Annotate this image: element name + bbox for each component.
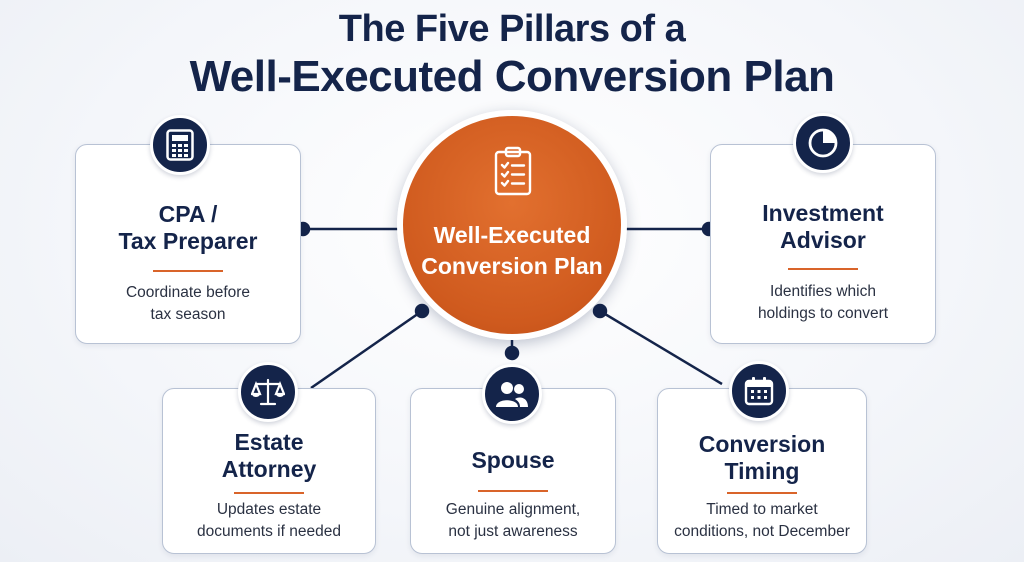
people-icon [482,364,542,424]
page-title-line-2: Well-Executed Conversion Plan [189,52,835,101]
pillar-title-line-1: Conversion [698,431,826,457]
pillar-title: CPA / Tax Preparer [76,201,300,255]
pillar-desc-line-2: tax season [150,306,226,323]
pillar-title-line-1: Estate [234,429,304,455]
pillar-description: Updates estate documents if needed [163,499,375,543]
pillar-title-line-2: Timing [724,458,800,484]
pillar-title: Conversion Timing [658,431,866,485]
pillar-card-advisor: Investment Advisor Identifies which hold… [710,144,936,344]
pillar-desc-line-1: Genuine alignment, [445,501,581,518]
pillar-description: Identifies which holdings to convert [711,281,935,325]
pillar-desc-line-1: Updates estate [216,501,322,518]
pillar-title-line-1: Investment [762,200,884,226]
pillar-description: Coordinate before tax season [76,282,300,326]
pillar-card-cpa: CPA / Tax Preparer Coordinate before tax… [75,144,301,344]
pillar-title-line-2: Tax Preparer [118,228,258,254]
pillar-desc-line-1: Coordinate before [125,284,251,301]
pillar-desc-line-2: not just awareness [448,523,578,540]
pillar-title-line-1: CPA / [158,201,218,227]
pillar-title-line-1: Spouse [471,447,555,473]
pillar-description: Timed to market conditions, not December [658,499,866,543]
clipboard-checklist-icon [494,146,532,196]
hub-label-line-2: Conversion Plan [421,253,603,279]
pillar-title: Spouse [411,447,615,474]
connector-dot-estate [414,303,430,319]
pillar-divider [478,490,548,492]
scales-icon [238,362,298,422]
pillar-desc-line-1: Timed to market [706,501,818,518]
pie-chart-icon [793,113,853,173]
pillar-card-timing: Conversion Timing Timed to market condit… [657,388,867,554]
pillar-description: Genuine alignment, not just awareness [411,499,615,543]
connector-dot-timing [592,303,608,319]
pillar-divider [234,492,304,494]
pillar-desc-line-1: Identifies which [770,283,876,300]
pillar-divider [788,268,858,270]
pillar-card-estate: Estate Attorney Updates estate documents… [162,388,376,554]
calculator-icon [150,115,210,175]
calendar-icon [729,361,789,421]
connector-timing [599,309,723,386]
pillar-title-line-2: Attorney [221,456,317,482]
page-title-line-1: The Five Pillars of a [338,8,686,50]
connector-dot-spouse [504,345,520,361]
pillar-divider [153,270,223,272]
pillar-desc-line-2: holdings to convert [757,305,889,322]
pillar-title: Estate Attorney [163,429,375,483]
hub-label-line-1: Well-Executed [433,222,591,248]
pillar-desc-line-2: documents if needed [197,523,341,540]
pillar-divider [727,492,797,494]
connector-estate [310,309,423,390]
pillar-title: Investment Advisor [711,200,935,254]
pillar-title-line-2: Advisor [780,227,866,253]
hub-label: Well-Executed Conversion Plan [403,220,621,282]
pillar-desc-line-2: conditions, not December [674,523,850,540]
central-hub: Well-Executed Conversion Plan [397,110,627,340]
